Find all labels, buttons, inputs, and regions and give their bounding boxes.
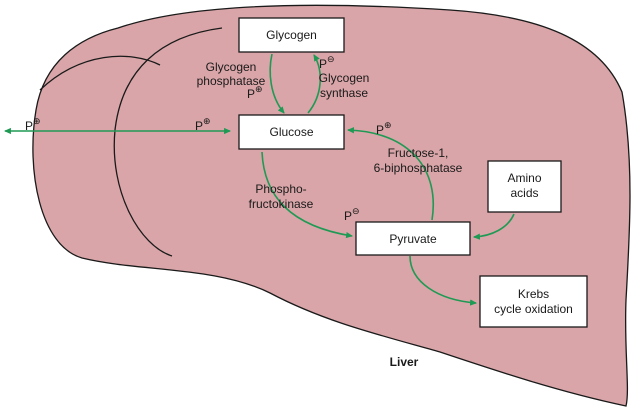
krebs-label-line1: Krebs: [518, 287, 549, 301]
svg-text:P: P: [247, 87, 255, 101]
phospho-plus-biphosphatase: P ⊕: [376, 121, 392, 137]
amino-acids-label-line1: Amino: [507, 171, 541, 185]
minus-sign: ⊖: [352, 207, 360, 217]
phospho-minus-fructokinase: P ⊖: [344, 207, 360, 223]
phospho-plus-left: P ⊕: [25, 117, 41, 133]
arrow-pyruvate-to-krebs: [409, 255, 478, 306]
glucose-label: Glucose: [269, 125, 313, 139]
pathway-arrows: [3, 53, 515, 306]
liver-label: Liver: [390, 355, 419, 369]
svg-text:P: P: [319, 57, 327, 71]
plus-sign: ⊕: [33, 117, 41, 127]
plus-sign: ⊕: [203, 117, 211, 127]
svg-text:P: P: [195, 119, 203, 133]
pyruvate-label: Pyruvate: [389, 232, 437, 246]
fructose-biphosphatase-line2: 6-biphosphatase: [374, 161, 463, 175]
glycogen-synthase-line1: Glycogen: [319, 71, 370, 85]
glycogen-synthase-line2: synthase: [320, 86, 368, 100]
glucose-box: Glucose: [238, 114, 345, 150]
pyruvate-box: Pyruvate: [355, 221, 471, 256]
amino-acids-label-line2: acids: [510, 186, 538, 200]
arrow-glucose-to-pyruvate: [261, 151, 354, 239]
liver-lobe-line-2: [39, 55, 161, 91]
glycogen-box: Glycogen: [238, 17, 345, 53]
arrow-glycogen-to-glucose: [269, 53, 285, 114]
svg-text:P: P: [344, 209, 352, 223]
glycogen-phosphatase-line1: Glycogen: [206, 60, 257, 74]
phospho-plus-glucose: P ⊕: [195, 117, 211, 133]
krebs-box: Krebs cycle oxidation: [479, 275, 588, 328]
svg-text:P: P: [25, 119, 33, 133]
phospho-minus-synthase: P ⊖: [319, 55, 335, 71]
minus-sign: ⊖: [327, 55, 335, 65]
arrow-amino-acids-to-pyruvate: [472, 213, 515, 240]
fructose-biphosphatase-line1: Fructose-1,: [388, 146, 449, 160]
svg-text:P: P: [376, 123, 384, 137]
plus-sign: ⊕: [384, 121, 392, 131]
phospho-plus-phosphatase: P ⊕: [247, 85, 263, 101]
glycogen-phosphatase-line2: phosphatase: [197, 74, 266, 88]
arrow-pyruvate-to-glucose: [346, 127, 434, 221]
arrow-glucose-to-glycogen: [307, 54, 322, 114]
krebs-label-line2: cycle oxidation: [494, 302, 573, 316]
plus-sign: ⊕: [255, 85, 263, 95]
phosphofructokinase-line1: Phospho-: [255, 182, 306, 196]
glycogen-label: Glycogen: [266, 28, 317, 42]
phosphofructokinase-line2: fructokinase: [249, 197, 314, 211]
amino-acids-box: Amino acids: [487, 160, 562, 213]
